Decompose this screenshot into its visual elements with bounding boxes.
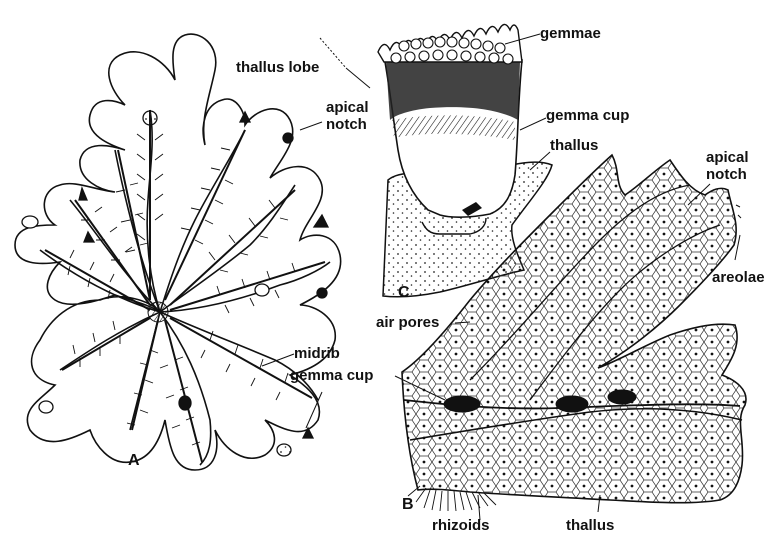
label-thallus-b: thallus	[566, 518, 614, 534]
gemma-cup-a9	[317, 288, 327, 298]
label-apical-notch-a-2: notch	[326, 117, 367, 133]
label-areolae: areolae	[712, 270, 765, 286]
label-air-pores: air pores	[376, 315, 439, 331]
label-thallus-lobe: thallus lobe	[236, 60, 319, 76]
rosette-outline	[15, 34, 341, 470]
panel-b-letter: B	[402, 496, 414, 514]
gemma-cup-a13	[277, 444, 291, 456]
gemma-cup-a3	[283, 133, 293, 143]
gemma-cup-b2	[556, 396, 588, 412]
gemma-cup-a8	[255, 284, 269, 296]
gemma-cup-b1	[444, 396, 480, 412]
label-apical-notch-b-1: apical	[706, 150, 749, 166]
label-gemmae: gemmae	[540, 26, 601, 42]
gemma-cup-b3	[608, 390, 636, 404]
label-gemma-cup-c: gemma cup	[546, 108, 629, 124]
gemma-cup-a12	[303, 428, 313, 438]
gemma-cup-a7	[314, 215, 328, 227]
panel-a-gemma-cups	[22, 111, 328, 456]
gemma-cup-a6	[84, 232, 94, 242]
label-gemma-cup-a: gemma cup	[290, 368, 373, 384]
panel-a-thallus-rosette	[15, 34, 341, 470]
label-apical-notch-a-1: apical	[326, 100, 369, 116]
label-thallus-c: thallus	[550, 138, 598, 154]
gemma-cup-a2	[240, 112, 250, 122]
gemma-cup-a5	[22, 216, 38, 228]
rosette-center	[148, 302, 168, 322]
gemma-cup-a10	[39, 401, 53, 413]
gemma-cup-a4	[79, 188, 87, 200]
panel-a-letter: A	[128, 452, 140, 470]
label-rhizoids: rhizoids	[432, 518, 490, 534]
label-midrib: midrib	[294, 346, 340, 362]
gemma-cup-a1	[143, 111, 157, 125]
panel-c-letter: C	[398, 284, 410, 302]
gemma-cup-a11	[179, 396, 191, 410]
label-apical-notch-b-2: notch	[706, 167, 747, 183]
